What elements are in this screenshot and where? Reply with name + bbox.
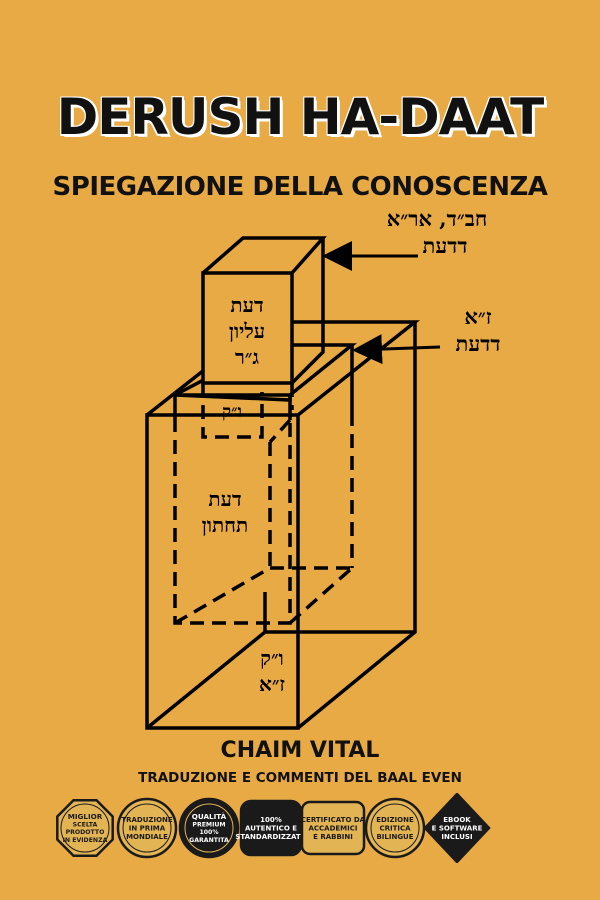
outer-box-back-floor — [145, 630, 267, 730]
author-name: CHAIM VITAL — [220, 738, 380, 763]
badge-shape — [178, 797, 240, 859]
badge-text: IN EVIDENZA — [63, 837, 108, 844]
badge-text: ACCADEMICI — [308, 825, 357, 833]
inner-box-front — [174, 393, 292, 402]
bottom-line2: ז״א — [259, 672, 285, 696]
upper-box-bottom: ו״ק — [222, 402, 242, 422]
badge-text: MONDIALE — [126, 833, 168, 841]
label-mid-right-line2: דדעת — [456, 331, 501, 356]
middle-line1: דעת — [208, 487, 241, 511]
badge-text: INCLUSI — [441, 833, 472, 841]
badge-text: PRODOTTO — [66, 829, 105, 836]
upper-box-right — [290, 238, 325, 385]
badge-text: 100% — [260, 816, 282, 824]
badge-text: STANDARDIZZATO — [235, 833, 306, 841]
badge-text: IN PRIMA — [129, 825, 166, 833]
badge-text: E RABBINI — [313, 833, 353, 841]
label-top-right-line2: דדעת — [423, 233, 468, 258]
badge-text: BILINGUE — [376, 833, 413, 841]
book-title: DERUSH HA-DAAT — [56, 88, 544, 146]
badge-text: TRADUZIONE — [121, 816, 173, 824]
outer-box-right — [296, 322, 417, 730]
badge-shape — [300, 800, 366, 856]
badge-text: EDIZIONE — [376, 816, 414, 824]
badge-text: E SOFTWARE — [432, 825, 483, 833]
badge-text: PREMIUM — [192, 821, 225, 828]
badge-text: GARANTITA — [189, 837, 229, 844]
badge-text: CERTIFICATO DA — [301, 816, 366, 824]
badge-text: MIGLIOR — [68, 812, 103, 821]
upper-box-line1: דעת — [230, 293, 263, 317]
bottom-line1: ו״ק — [260, 646, 283, 670]
book-subtitle: SPIEGAZIONE DELLA CONOSCENZA — [52, 172, 548, 202]
badge-shape — [116, 797, 178, 859]
upper-box-line2: עליון — [229, 319, 265, 343]
translation-credit: TRADUZIONE E COMMENTI DEL BAAL EVEN — [138, 770, 462, 786]
badge-text: CRITICA — [379, 825, 411, 833]
badge-text: SCELTA — [73, 821, 98, 828]
daat-diagram: חב״ד, אר״א דדעת ז״א דדעת דעת עליון ג״ר ו… — [145, 206, 501, 730]
badge-text: 100% — [199, 829, 218, 836]
label-mid-right-line1: ז״א — [464, 304, 491, 329]
badge-text: EBOOK — [443, 816, 471, 824]
badge-shape — [56, 799, 114, 857]
badge-text: AUTENTICO E — [245, 825, 297, 833]
badge-shape — [423, 793, 491, 863]
arrow-middle — [352, 334, 441, 365]
label-top-right-line1: חב״ד, אר״א — [387, 206, 488, 231]
upper-box-line3: ג״ר — [235, 345, 259, 369]
badge-text: QUALITÀ — [192, 812, 227, 821]
upper-box-top — [201, 236, 327, 275]
middle-line2: תחתון — [202, 513, 248, 537]
